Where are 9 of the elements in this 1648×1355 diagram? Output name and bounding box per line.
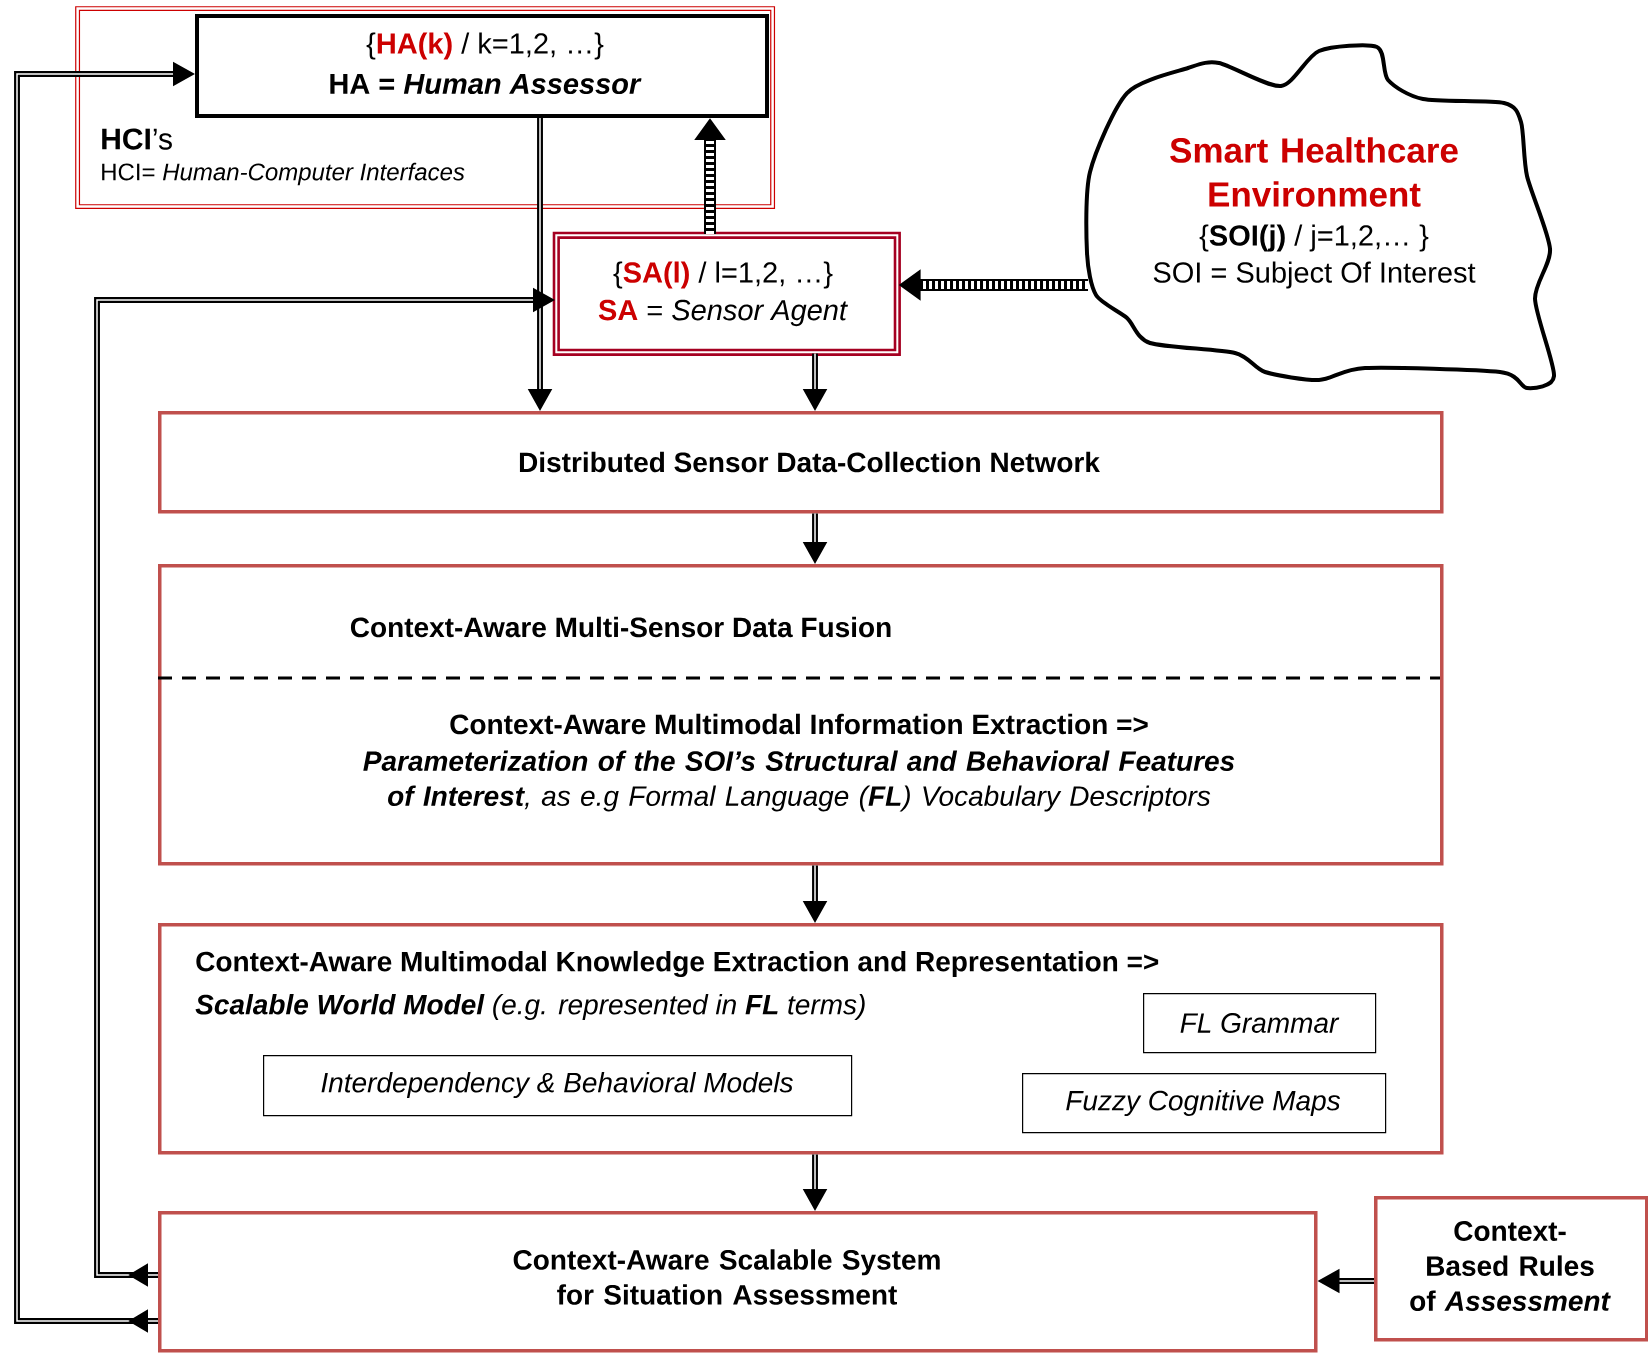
process-box: Context-Aware Scalable System for Situation Assessment [158, 1211, 1318, 1353]
model-box: Interdependency & Behavioral Models [263, 1055, 853, 1117]
process-box: Distributed Sensor Data-Collection Network [158, 411, 1444, 514]
rules-box: Context-Based Rules of Assessment [1374, 1196, 1648, 1342]
model-box: Fuzzy Cognitive Maps [1022, 1073, 1387, 1134]
assessor-box: {HA(k) / k=1,2, …} HA = Human Assessor [195, 14, 769, 118]
process-box: Context-Aware Multi-Sensor Data Fusion Context-Aware Multimodal Information Extraction => Parameterization of the SOI’s Structural and Behavioral Features of Interest, as e.g Formal Language (FL) Vocabulary Descriptors [158, 564, 1444, 866]
agent-box: {SA(l) / l=1,2, …} SA = Sensor Agent [552, 231, 901, 356]
model-box: FL Grammar [1143, 993, 1377, 1054]
